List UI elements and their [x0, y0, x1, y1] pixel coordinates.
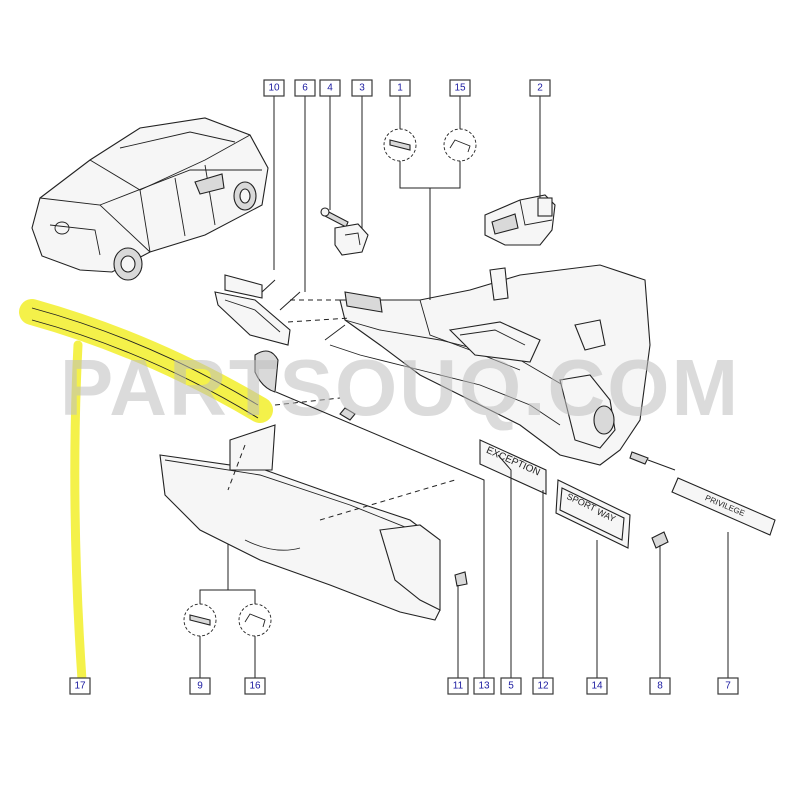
callout-10-label: 10	[268, 83, 280, 94]
callout-12-label: 12	[537, 681, 549, 692]
callout-9-label: 9	[197, 681, 203, 692]
callout-7-label: 7	[725, 681, 731, 692]
callout-7: 7	[717, 677, 739, 695]
callout-17: 17	[69, 677, 91, 695]
handle-piece	[254, 350, 341, 406]
callout-8: 8	[649, 677, 671, 695]
callout-4-label: 4	[327, 83, 333, 94]
callout-14: 14	[586, 677, 608, 695]
callout-17-label: 17	[74, 681, 86, 692]
callout-2-label: 2	[537, 83, 543, 94]
highlighted-seal	[19, 299, 273, 685]
callout-14-label: 14	[591, 681, 603, 692]
callout-5: 5	[500, 677, 522, 695]
glovebox-frame	[324, 264, 651, 466]
callout-9: 9	[189, 677, 211, 695]
small-fasteners	[339, 407, 669, 587]
callout-4: 4	[319, 79, 341, 97]
callout-15: 15	[449, 79, 471, 97]
callout-12: 12	[532, 677, 554, 695]
screw-and-clip	[320, 207, 369, 256]
callout-3: 3	[351, 79, 373, 97]
callout-5-label: 5	[508, 681, 514, 692]
callout-6: 6	[294, 79, 316, 97]
detail-circles-bottom	[183, 530, 272, 678]
badge-exception: EXCEPTION	[479, 439, 547, 495]
car-illustration	[31, 117, 269, 281]
callout-1-label: 1	[397, 83, 403, 94]
callout-11-label: 11	[453, 681, 464, 692]
badge-sport-way: SPORT WAY	[555, 479, 631, 549]
trim-pieces	[214, 274, 351, 346]
callout-3-label: 3	[359, 83, 365, 94]
callout-16-label: 16	[249, 681, 261, 692]
callout-11: 11	[447, 677, 469, 695]
callout-13-label: 13	[478, 681, 490, 692]
callout-10: 10	[263, 79, 285, 97]
callout-8-label: 8	[657, 681, 663, 692]
callout-16: 16	[244, 677, 266, 695]
detail-circles-top	[383, 128, 477, 300]
callout-15-label: 15	[454, 83, 466, 94]
callout-1: 1	[389, 79, 411, 97]
callout-6-label: 6	[302, 83, 308, 94]
callout-2: 2	[529, 79, 551, 97]
latch-assembly	[484, 194, 556, 246]
callout-13: 13	[473, 677, 495, 695]
watermark: PARTSOUQ.COM	[60, 343, 740, 432]
glovebox-lid	[159, 424, 456, 621]
badge-privilege: PRIVILEGE	[671, 477, 776, 536]
callout-leaders	[273, 96, 729, 678]
